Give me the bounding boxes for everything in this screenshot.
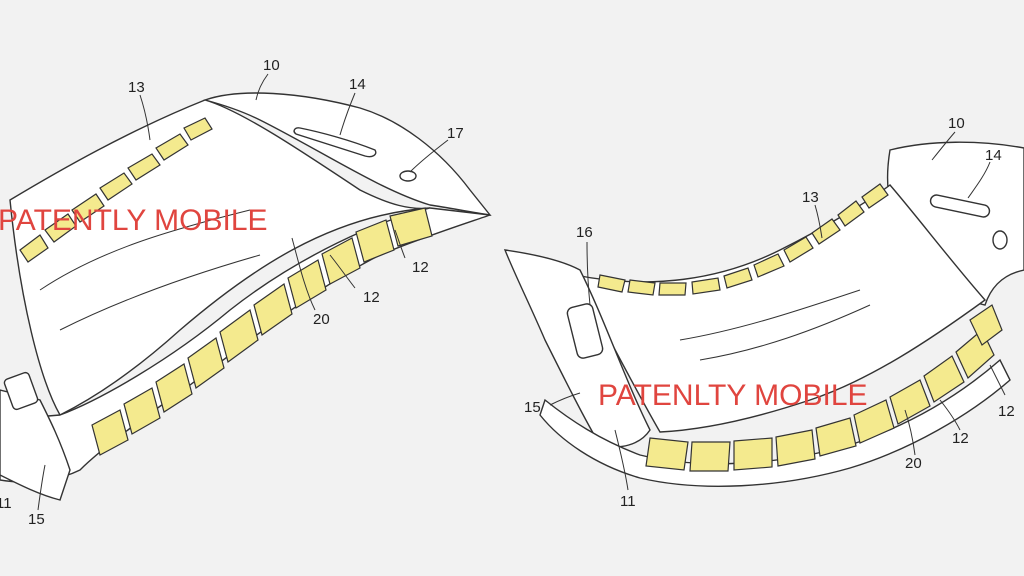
right-label-14: 14 [985,147,1002,164]
hinge-segment [127,153,161,181]
hinge-segment [783,236,814,263]
hinge-segment [44,213,77,243]
right-label-13: 13 [802,189,819,206]
right-top-hinge-row [597,183,889,296]
left-watermark: PATENTLY MOBILE [0,204,268,237]
left-label-14: 14 [349,76,366,93]
left-display-reflection-2 [59,254,261,331]
hinge-segment [853,399,895,444]
right-speaker-grille [929,194,991,218]
hinge-segment [99,172,133,201]
hinge-segment [923,355,965,403]
hinge-segment [689,441,731,472]
right-display-reflection [679,289,861,341]
right-watermark: PATENLTY MOBILE [598,379,868,412]
left-device-front-end [0,389,71,501]
hinge-segment [355,219,395,263]
leader-10 [255,73,269,101]
hinge-segment [723,267,753,289]
right-label-16: 16 [576,224,593,241]
hinge-segment [155,133,189,161]
leader-12a [394,229,406,259]
left-bottom-hinge-row [91,207,433,456]
hinge-segment [627,279,656,296]
hinge-segment [645,437,689,471]
hinge-segment [597,274,626,293]
hinge-segment [815,417,857,457]
right-label-12b: 12 [998,403,1015,420]
left-device-lower-edge [0,207,491,483]
hinge-segment [253,283,293,336]
leader-r20 [904,409,916,456]
leader-r12b [989,364,1006,396]
leader-15 [37,464,46,511]
right-label-20: 20 [905,455,922,472]
left-label-17: 17 [447,125,464,142]
left-label-11: 11 [0,495,12,512]
right-display-reflection-2 [699,304,871,361]
right-label-11: 11 [620,493,636,510]
leader-r10 [931,131,956,161]
hinge-segment [691,277,721,295]
left-label-12b: 12 [363,289,380,306]
right-label-12a: 12 [952,430,969,447]
left-home-button [3,371,39,411]
hinge-segment [753,253,785,278]
left-label-20: 20 [313,311,330,328]
leader-r12a [939,399,961,431]
hinge-segment [155,363,193,413]
hinge-segment [889,379,931,425]
leader-13 [139,94,151,141]
left-label-15: 15 [28,511,45,528]
hinge-segment [861,183,889,209]
leader-12b [329,254,356,289]
right-label-15: 15 [524,399,541,416]
right-device-display [573,184,987,433]
hinge-segment [187,337,225,389]
hinge-segment [658,282,687,296]
hinge-segment [91,409,129,456]
hinge-segment [775,429,816,467]
right-sensor-hole [992,230,1008,250]
hinge-segment [71,193,105,223]
left-display-reflection [39,209,251,291]
right-device-figure: 10 14 13 16 15 11 20 12 12 PATENLTY MOBI… [503,115,1024,510]
left-speaker-grille [293,127,377,158]
hinge-segment [19,234,49,263]
leader-r16 [586,241,591,306]
left-device-figure: 10 13 14 17 12 12 20 11 15 PATENTLY MOBI… [0,57,492,528]
right-home-button [566,303,604,359]
left-label-13: 13 [128,79,145,96]
leader-14 [339,92,356,136]
left-sensor-hole [399,170,417,182]
leader-r13 [814,204,823,239]
hinge-segment [733,437,773,471]
left-label-12a: 12 [412,259,429,276]
leader-r14 [967,161,991,199]
hinge-segment [811,218,841,245]
right-bottom-hinge-row [645,304,1003,472]
leader-17 [409,139,449,173]
leader-r15 [549,392,581,406]
hinge-segment [123,387,161,435]
right-label-10: 10 [948,115,965,132]
leader-20 [291,237,316,311]
hinge-segment [321,237,361,285]
hinge-segment [389,207,433,247]
hinge-segment [183,117,213,141]
left-top-hinge-row [19,117,213,263]
hinge-segment [219,308,259,364]
hinge-segment [969,304,1003,346]
left-label-10: 10 [263,57,280,74]
hinge-segment [837,200,865,227]
leader-r11 [614,429,629,491]
hinge-segment [287,259,327,309]
